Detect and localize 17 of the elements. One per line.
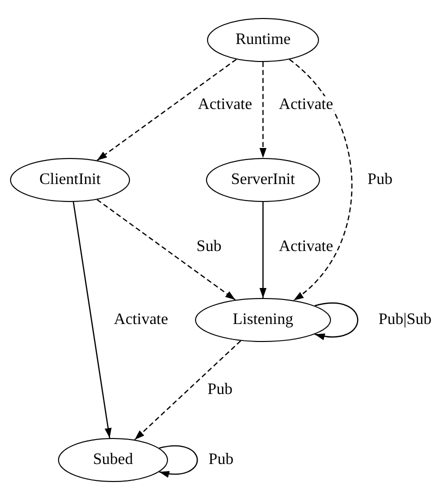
self-loop-arrow	[314, 302, 358, 340]
state-label: ClientInit	[39, 171, 101, 189]
state-label: Listening	[232, 311, 294, 329]
arrow	[260, 202, 266, 298]
arrow	[289, 58, 352, 301]
arrow	[72, 202, 112, 438]
edge-label: Activate	[278, 96, 334, 114]
state-label: Subed	[93, 451, 133, 469]
arrow	[96, 58, 237, 161]
edge-label: Activate	[278, 238, 334, 256]
arrow	[260, 62, 266, 158]
edge-label: Pub|Sub	[378, 311, 432, 329]
arrow	[96, 199, 236, 300]
state-label: ServerInit	[231, 171, 295, 189]
arrow	[134, 340, 242, 440]
state-label: Runtime	[235, 31, 291, 49]
self-loop-arrow	[159, 445, 198, 478]
